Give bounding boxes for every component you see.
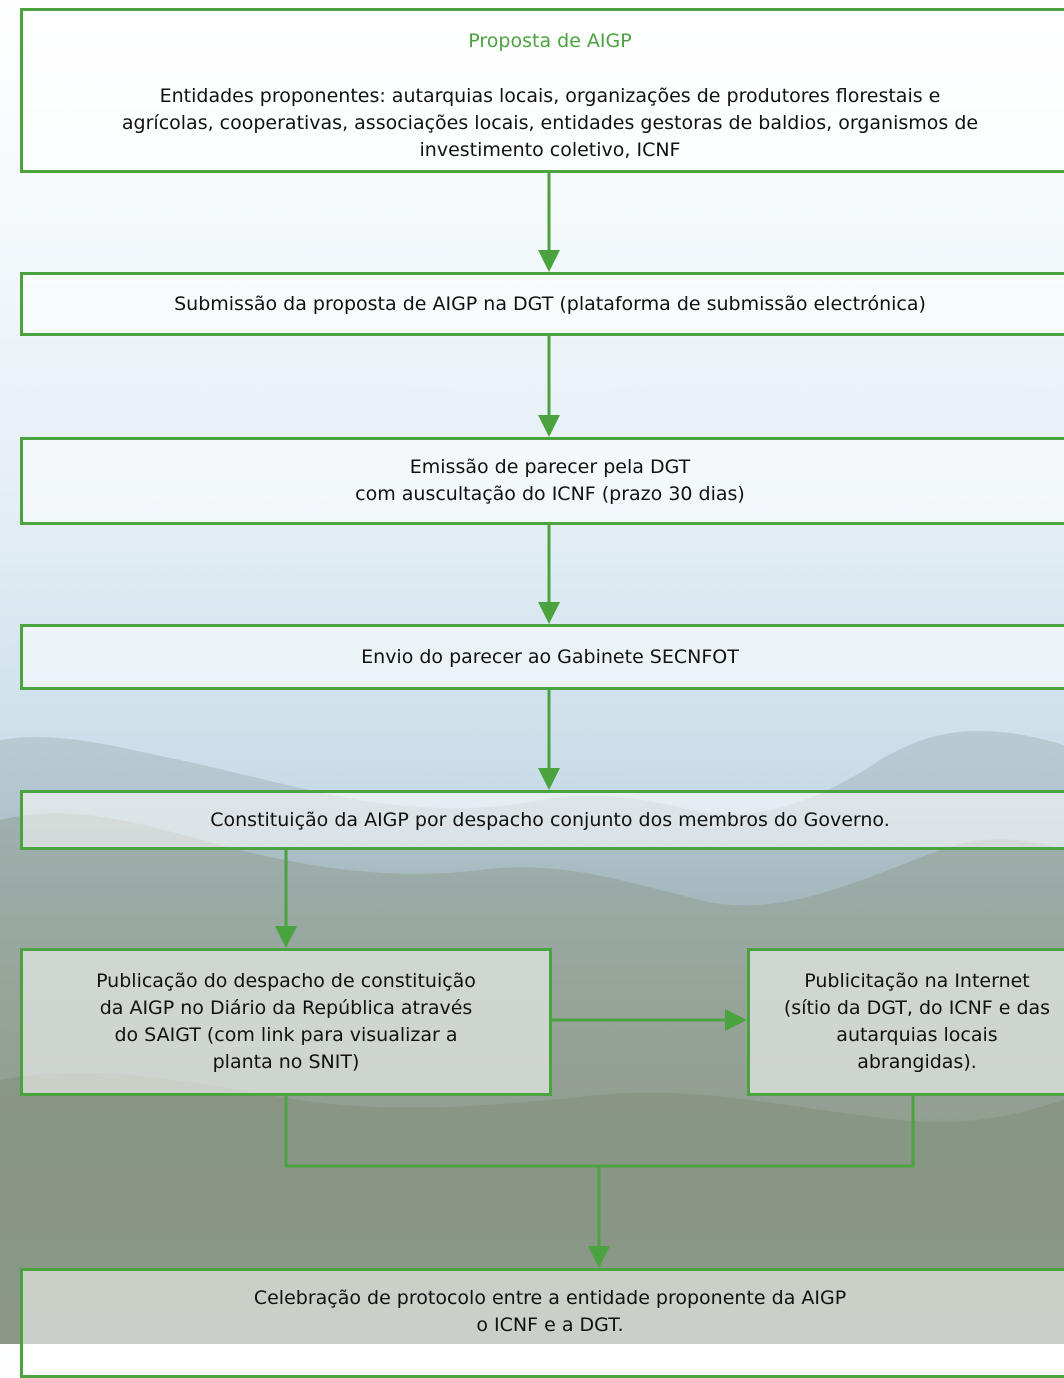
- node-proposta-line: Entidades proponentes: autarquias locais…: [159, 85, 941, 107]
- node-publicacao-line: Publicação do despacho de constituição: [96, 970, 476, 992]
- node-publicitacao: Publicitação na Internet (sítio da DGT, …: [747, 948, 1064, 1096]
- node-publicitacao-line: Publicitação na Internet: [804, 970, 1030, 992]
- node-publicitacao-line: autarquias locais: [836, 1024, 998, 1046]
- node-submissao-line: Submissão da proposta de AIGP na DGT (pl…: [174, 292, 926, 315]
- node-proposta-title: Proposta de AIGP: [468, 30, 632, 52]
- node-proposta-line: investimento coletivo, ICNF: [419, 139, 681, 161]
- node-proposta: Proposta de AIGP Entidades proponentes: …: [20, 8, 1064, 173]
- node-celebracao-line: Celebração de protocolo entre a entidade…: [253, 1287, 847, 1309]
- node-publicitacao-line: (sítio da DGT, do ICNF e das: [783, 997, 1051, 1019]
- node-submissao: Submissão da proposta de AIGP na DGT (pl…: [20, 272, 1064, 336]
- node-emissao-line: com auscultação do ICNF (prazo 30 dias): [355, 483, 745, 505]
- node-publicacao: Publicação do despacho de constituição d…: [20, 948, 552, 1096]
- node-celebracao-line: o ICNF e a DGT.: [476, 1314, 624, 1336]
- node-proposta-line: agrícolas, cooperativas, associações loc…: [121, 112, 979, 134]
- node-envio: Envio do parecer ao Gabinete SECNFOT: [20, 624, 1064, 690]
- node-emissao: Emissão de parecer pela DGT com ausculta…: [20, 437, 1064, 525]
- node-publicacao-line: do SAIGT (com link para visualizar a: [114, 1024, 458, 1046]
- node-envio-line: Envio do parecer ao Gabinete SECNFOT: [361, 645, 739, 668]
- node-publicacao-line: da AIGP no Diário da República através: [99, 997, 473, 1019]
- node-publicacao-line: planta no SNIT): [212, 1051, 360, 1073]
- node-constituicao: Constituição da AIGP por despacho conjun…: [20, 790, 1064, 850]
- node-constituicao-line: Constituição da AIGP por despacho conjun…: [210, 808, 890, 831]
- node-emissao-line: Emissão de parecer pela DGT: [409, 456, 691, 478]
- node-celebracao: Celebração de protocolo entre a entidade…: [20, 1268, 1064, 1378]
- node-publicitacao-line: abrangidas).: [857, 1051, 977, 1073]
